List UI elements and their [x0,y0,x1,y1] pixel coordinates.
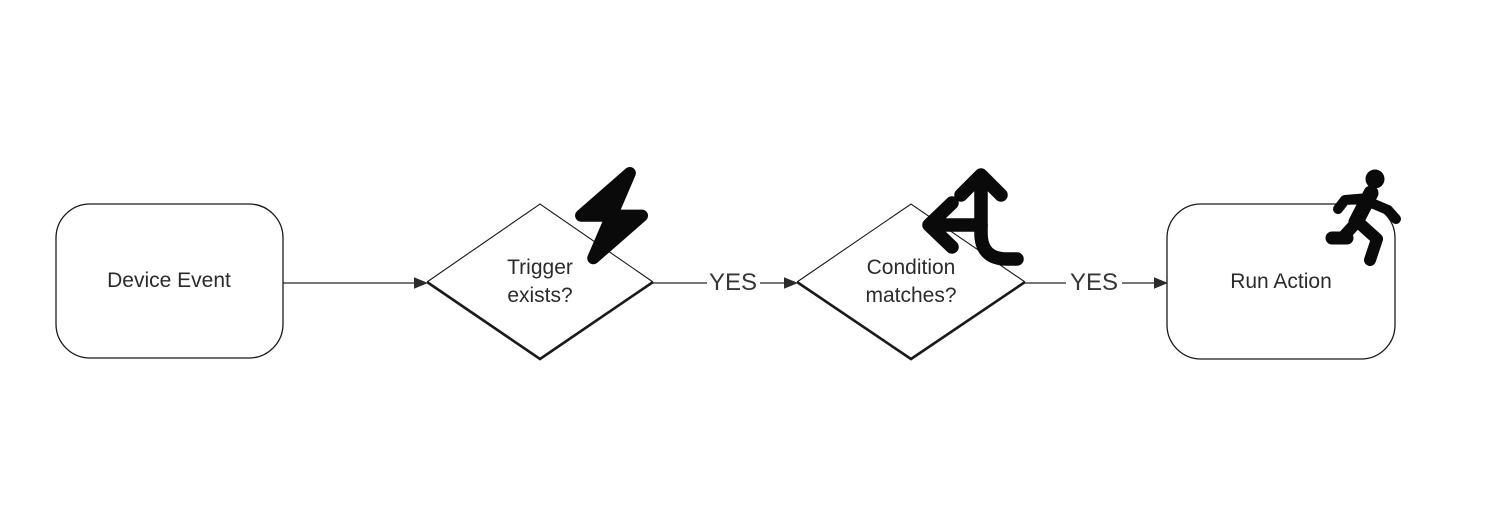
trigger-diamond-top-edges [426,203,654,283]
person-running-icon [1325,169,1401,266]
runner-trailing-leg [1351,215,1383,266]
condition-diamond-fill [797,204,1025,359]
trigger-diamond-bottom-edges [426,280,654,361]
condition-diamond-bottom-edges [796,280,1026,361]
arrowhead-into-trigger [414,277,428,289]
runner-back-arm [1333,193,1374,214]
runner-front-arm [1364,197,1401,224]
split-left-arrowhead [922,196,959,254]
runner-head [1365,169,1385,189]
node-trigger-exists [426,203,654,361]
arrowheads [414,277,1168,289]
arrowhead-into-condition [784,277,798,289]
split-stem [974,171,1024,266]
arrows-split-up-left-icon [922,168,1024,266]
node-condition-matches [796,203,1026,361]
node-device-event [55,203,284,359]
split-up-arrowhead [954,168,1008,202]
arrowhead-into-run-action [1154,277,1168,289]
lightning-bolt-icon [575,166,649,265]
